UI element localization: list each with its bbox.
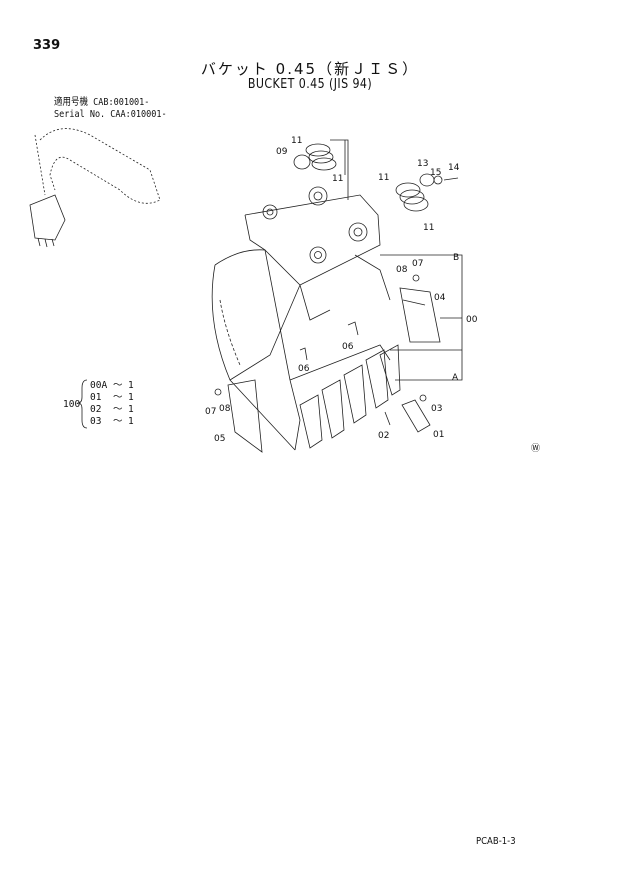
callout-13: 13 [417,159,428,169]
callout-11b: 11 [332,174,343,184]
group-number: 100 [63,399,80,410]
svg-text:1: 1 [128,404,134,415]
callout-06a: 06 [342,342,354,352]
callout-08a: 08 [396,265,408,275]
nut-07-08 [214,274,420,396]
callout-A: A [452,373,459,383]
bucket-body [211,194,391,451]
svg-text:～: ～ [113,404,123,415]
callout-08b: 08 [219,404,231,414]
callout-11d: 11 [423,223,434,233]
bucket-thumbnail [29,194,66,248]
svg-text:～: ～ [113,380,123,391]
svg-text:00A: 00A [90,380,107,391]
boss-lower [309,246,327,264]
callout-03: 03 [431,404,442,414]
bolt-14 [443,177,459,181]
svg-text:03: 03 [90,416,101,427]
callout-labels: 11 09 11 13 14 15 11 11 B 08 07 04 00 06… [205,136,478,444]
callout-07a: 07 [412,259,423,269]
boss-right [348,222,368,242]
teeth-row [299,344,401,449]
callout-B: B [453,253,459,263]
callout-14: 14 [448,163,460,173]
page-number: 339 [33,38,61,53]
callout-02: 02 [378,431,389,441]
svg-text:02: 02 [90,404,101,415]
title-english: BUCKET 0.45 (JIS 94) [247,77,373,92]
serial-info: 適用号機 CAB:001001- Serial No. CAA:010001- [54,97,167,121]
svg-text:～: ～ [113,416,123,427]
serial-line-1: 適用号機 CAB:001001- [54,97,150,108]
callout-09: 09 [276,147,288,157]
footer-code: PCAB-1-3 [476,836,516,847]
shim-ring-09 [293,154,311,170]
qty-row-1: 01 ～ 1 [90,392,134,403]
spring-coil-right [395,182,429,212]
qty-row-0: 00A ～ 1 [90,380,134,391]
callout-07b: 07 [205,407,216,417]
callout-11c: 11 [378,173,389,183]
spring-coil-top [305,143,337,171]
w-mark: Ⓦ [531,443,540,454]
title-japanese: バケット 0.45（新ＪＩＳ） [200,60,420,78]
lock-03 [419,394,427,402]
callout-05: 05 [214,434,225,444]
callout-00: 00 [466,315,478,325]
side-cutter-right [399,287,441,343]
bolt-06 [299,321,359,361]
boss-left [262,204,278,220]
svg-text:01: 01 [90,392,102,403]
callout-15: 15 [430,168,441,178]
quantity-table: 100 00A ～ 1 01 ～ 1 02 ～ 1 03 ～ 1 [63,379,134,429]
pin-02 [384,411,391,426]
excavator-thumbnail [34,128,161,204]
qty-row-2: 02 ～ 1 [90,404,134,415]
washer-15 [433,175,443,185]
side-cutter-left [227,379,263,453]
serial-line-2: Serial No. CAA:010001- [54,109,167,120]
callout-11a: 11 [291,136,302,146]
svg-text:～: ～ [113,392,123,403]
callout-01: 01 [433,430,444,440]
qty-row-3: 03 ～ 1 [90,416,134,427]
svg-text:1: 1 [128,416,134,427]
svg-text:1: 1 [128,392,134,403]
reference-lines [330,139,463,381]
callout-04: 04 [434,293,446,303]
callout-06b: 06 [298,364,310,374]
tooth-01 [401,399,431,433]
boss-top [308,186,328,206]
svg-text:1: 1 [128,380,134,391]
